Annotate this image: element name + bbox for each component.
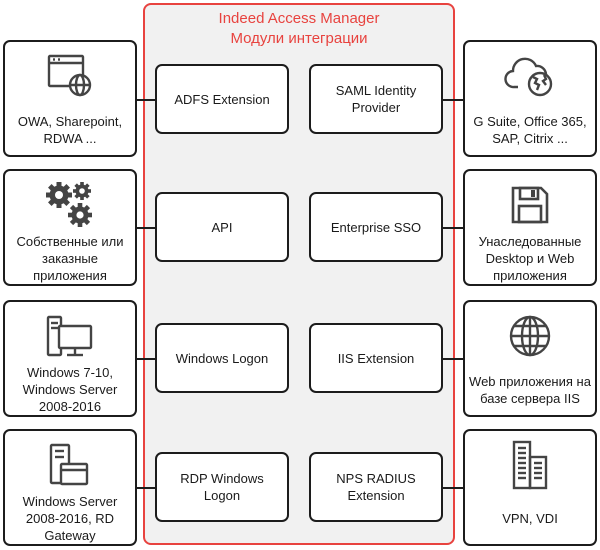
browser-globe-icon bbox=[47, 54, 92, 97]
connector-line bbox=[135, 99, 157, 101]
system-label: Унаследованные Desktop и Web приложения bbox=[478, 234, 582, 283]
right-system-iis-web: Web приложения на базе сервера IIS bbox=[463, 300, 597, 417]
floppy-disk-icon bbox=[511, 186, 549, 224]
connector-line bbox=[135, 358, 157, 360]
left-system-custom-apps: Собственные или заказные приложения bbox=[3, 169, 137, 286]
right-system-vpn-vdi: VPN, VDI bbox=[463, 429, 597, 546]
globe-icon bbox=[509, 315, 551, 357]
connector-line bbox=[441, 358, 465, 360]
right-system-cloud: G Suite, Office 365, SAP, Citrix ... bbox=[463, 40, 597, 157]
cloud-globe-icon bbox=[504, 57, 553, 97]
module-label: API bbox=[211, 219, 233, 235]
gears-icon bbox=[46, 182, 92, 227]
connector-line bbox=[441, 99, 465, 101]
module-label: SAML Identity Provider bbox=[335, 83, 417, 115]
system-label: OWA, Sharepoint, RDWA ... bbox=[17, 113, 123, 146]
panel-subtitle: Модули интеграции bbox=[230, 30, 368, 47]
right-system-legacy-apps: Унаследованные Desktop и Web приложения bbox=[463, 169, 597, 286]
left-system-owa: OWA, Sharepoint, RDWA ... bbox=[3, 40, 137, 157]
left-system-windows-server: Windows Server 2008-2016, RD Gateway bbox=[3, 429, 137, 546]
connector-line bbox=[441, 487, 465, 489]
module-label: NPS RADIUS Extension bbox=[336, 471, 416, 503]
module-label: IIS Extension bbox=[337, 350, 415, 366]
system-label: Web приложения на базе сервера IIS bbox=[469, 373, 591, 406]
module-label: ADFS Extension bbox=[174, 91, 270, 107]
module-adfs-extension: ADFS Extension bbox=[155, 64, 289, 134]
desktop-computer-icon bbox=[46, 315, 93, 357]
panel-title: Indeed Access Manager bbox=[218, 10, 380, 27]
module-iis-extension: IIS Extension bbox=[309, 323, 443, 393]
module-rdp-windows-logon: RDP Windows Logon bbox=[155, 452, 289, 522]
module-windows-logon: Windows Logon bbox=[155, 323, 289, 393]
buildings-icon bbox=[512, 440, 548, 490]
system-label: VPN, VDI bbox=[502, 511, 558, 526]
left-system-windows: Windows 7-10, Windows Server 2008-2016 bbox=[3, 300, 137, 417]
connector-line bbox=[135, 227, 157, 229]
system-label: Собственные или заказные приложения bbox=[16, 234, 124, 283]
system-label: Windows Server 2008-2016, RD Gateway bbox=[22, 494, 118, 543]
system-label: Windows 7-10, Windows Server 2008-2016 bbox=[22, 365, 118, 414]
connector-line bbox=[441, 227, 465, 229]
module-enterprise-sso: Enterprise SSO bbox=[309, 192, 443, 262]
server-window-icon bbox=[49, 443, 89, 486]
module-label: Enterprise SSO bbox=[330, 219, 422, 235]
module-label: Windows Logon bbox=[175, 350, 269, 366]
module-api: API bbox=[155, 192, 289, 262]
module-saml-identity-provider: SAML Identity Provider bbox=[309, 64, 443, 134]
module-nps-radius-extension: NPS RADIUS Extension bbox=[309, 452, 443, 522]
connector-line bbox=[135, 487, 157, 489]
module-label: RDP Windows Logon bbox=[180, 471, 264, 503]
system-label: G Suite, Office 365, SAP, Citrix ... bbox=[473, 113, 587, 146]
